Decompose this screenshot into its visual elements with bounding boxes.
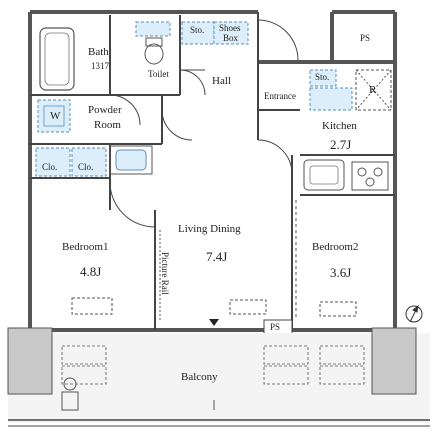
refrigerator-space — [355, 69, 392, 111]
bedroom2-size-label: 3.6J — [330, 265, 352, 280]
bath-size-label: 1317 — [91, 61, 109, 71]
shoes-box-line2: Box — [223, 33, 239, 43]
powder-room-line1: Powder — [88, 104, 122, 116]
toilet-label: Toilet — [148, 69, 169, 79]
column-left — [7, 327, 53, 395]
shoes-box-line1: Shoes — [219, 23, 241, 33]
refrigerator-label: R — [369, 84, 377, 96]
balcony-label: Balcony — [181, 371, 218, 383]
toilet-icon — [135, 21, 171, 65]
washer-icon — [37, 99, 71, 133]
living-dining-size-label: 7.4J — [206, 249, 228, 264]
entrance-storage-label: Sto. — [315, 72, 330, 82]
entrance-label: Entrance — [264, 91, 296, 101]
powder-room-line2: Room — [94, 119, 121, 131]
air-conditioner-icon — [71, 297, 357, 317]
bedroom1-size-label: 4.8J — [80, 264, 102, 279]
closet-2-box — [71, 147, 107, 177]
closet-1-box — [35, 147, 71, 177]
entrance-marker-icon — [209, 319, 219, 326]
doors — [109, 19, 299, 228]
ps-top-label: PS — [360, 33, 371, 43]
living-dining-label: Living Dining — [178, 223, 241, 235]
shoes-box — [213, 21, 249, 45]
bedroom2-label: Bedroom2 — [312, 241, 359, 253]
washer-label: W — [50, 110, 61, 122]
kitchen-size-label: 2.7J — [330, 137, 352, 152]
bath-label: Bath — [88, 46, 109, 58]
stove-icon — [351, 161, 389, 191]
closet-1-label: Clo. — [42, 162, 58, 172]
sink-icon — [109, 145, 153, 175]
outdoor-unit-icon — [61, 377, 79, 411]
interior-walls — [30, 12, 395, 330]
bathtub-icon — [39, 27, 75, 91]
picture-rail-label: Picture Rail — [160, 252, 170, 295]
kitchen-label: Kitchen — [322, 120, 357, 132]
bedroom1-label: Bedroom1 — [62, 241, 109, 253]
ps-bottom-label: PS — [270, 322, 281, 332]
entrance-floor — [309, 87, 353, 111]
closet-2-label: Clo. — [78, 162, 94, 172]
kitchen-counter — [303, 159, 345, 191]
balcony-area — [7, 327, 430, 427]
entrance-storage — [309, 69, 337, 87]
north-arrow-icon — [405, 304, 423, 323]
storage-label: Sto. — [190, 25, 205, 35]
exterior-walls — [28, 10, 397, 332]
hall-label: Hall — [212, 75, 231, 87]
column-right — [371, 327, 417, 395]
